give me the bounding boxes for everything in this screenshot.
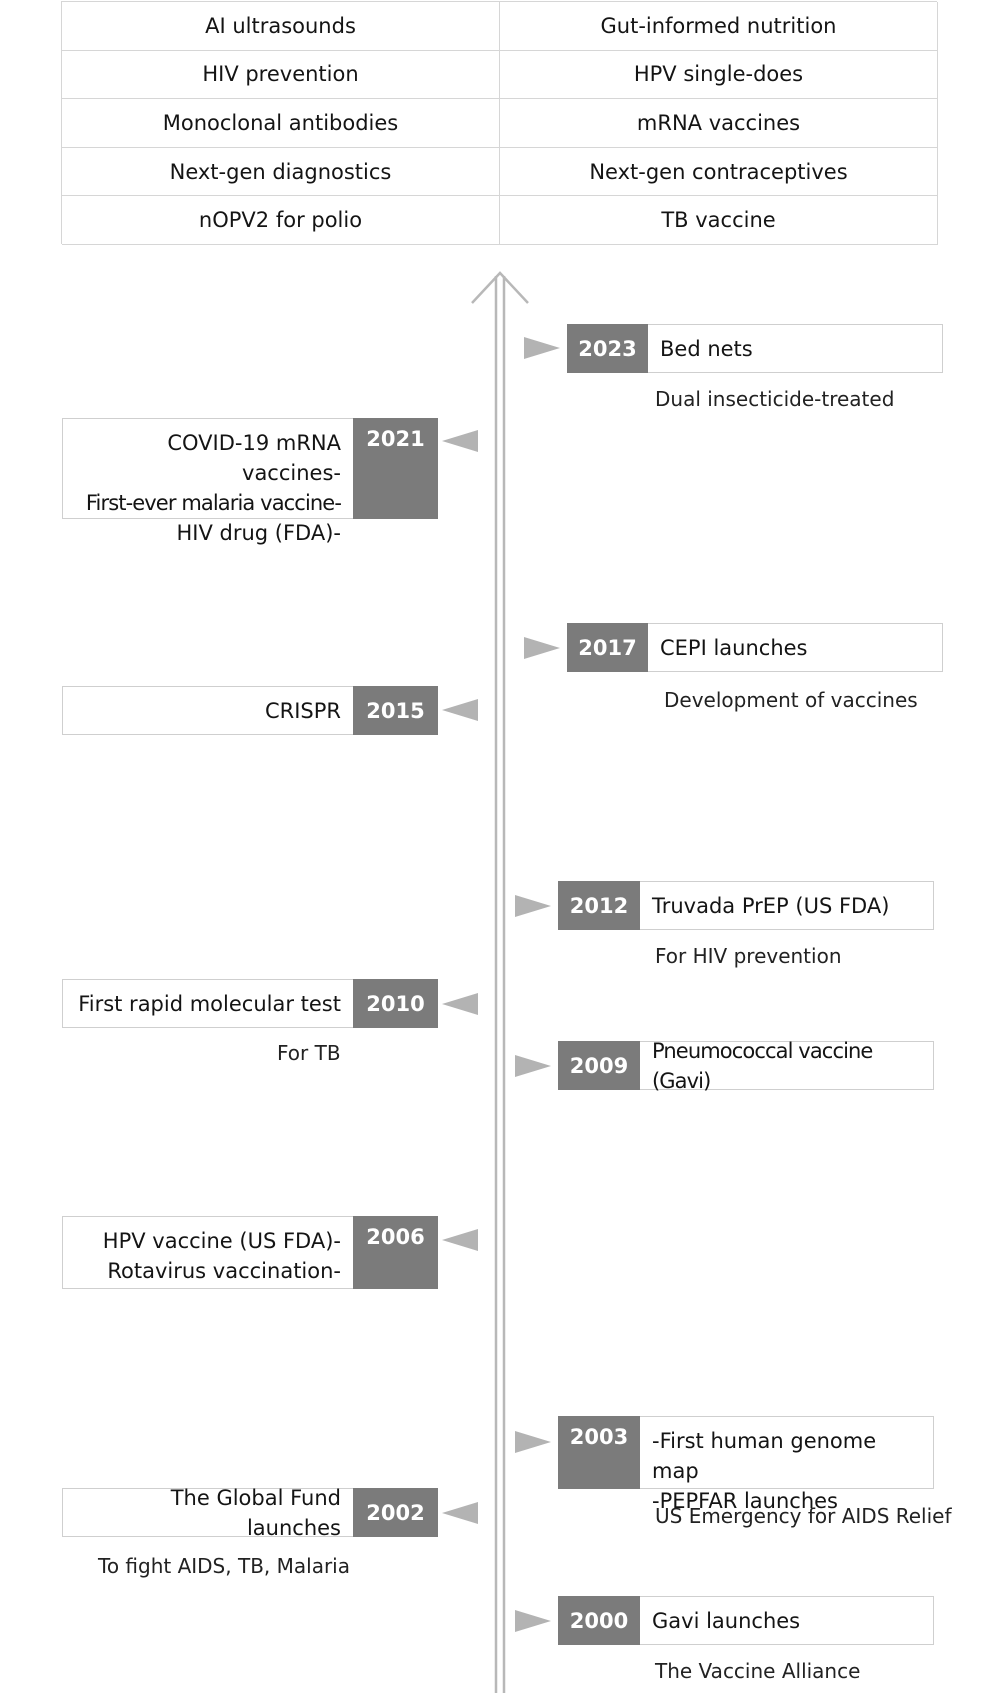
left-pointer-icon — [442, 430, 478, 452]
right-pointer-icon — [515, 1431, 551, 1453]
entry-line: COVID-19 mRNA vaccines- — [167, 431, 341, 485]
timeline-entry-2021: COVID-19 mRNA vaccines- First-ever malar… — [62, 418, 438, 545]
entry-text: The Global Fund launches — [62, 1486, 353, 1540]
entry-note: For HIV prevention — [655, 944, 842, 968]
left-pointer-icon — [442, 1229, 478, 1251]
timeline-entry-2023: 2023 Bed nets — [567, 324, 943, 373]
year-badge: 2012 — [558, 881, 640, 930]
entry-line: Bed nets — [660, 336, 753, 361]
timeline-entry-2002: The Global Fund launches 2002 — [62, 1486, 438, 1540]
left-pointer-icon — [442, 993, 478, 1015]
year-badge: 2023 — [567, 324, 648, 373]
entry-text: -First human genome map -PEPFAR launches — [640, 1416, 934, 1513]
entry-line: Truvada PrEP (US FDA) — [652, 893, 890, 918]
year-badge: 2003 — [558, 1416, 640, 1489]
innovations-grid: AI ultrasounds Gut-informed nutrition HI… — [61, 1, 938, 245]
axis-arrowhead — [471, 271, 529, 304]
year-badge: 2010 — [353, 979, 438, 1028]
entry-note: US Emergency for AIDS Relief — [655, 1504, 952, 1528]
timeline-entry-2000: 2000 Gavi launches — [558, 1596, 934, 1645]
innovation-cell: Monoclonal antibodies — [62, 99, 500, 148]
innovation-cell: HPV single-does — [500, 50, 938, 100]
innovation-cell: Next-gen contraceptives — [500, 147, 938, 197]
right-pointer-icon — [515, 1055, 551, 1077]
year-badge: 2000 — [558, 1596, 640, 1645]
entry-line: HPV vaccine (US FDA)- — [102, 1229, 341, 1253]
entry-text: First rapid molecular test — [62, 979, 353, 1028]
timeline-entry-2012: 2012 Truvada PrEP (US FDA) — [558, 881, 934, 930]
timeline-entry-2009: 2009 Pneumococcal vaccine (Gavi) — [558, 1039, 934, 1093]
entry-line: First rapid molecular test — [78, 991, 341, 1016]
timeline-entry-2006: HPV vaccine (US FDA)- Rotavirus vaccinat… — [62, 1216, 438, 1289]
entry-line: First-ever malaria vaccine- — [85, 491, 342, 515]
entry-line: CRISPR — [264, 698, 341, 723]
year-badge: 2017 — [567, 623, 648, 672]
entry-text: Bed nets — [648, 324, 943, 373]
entry-line: Pneumococcal vaccine (Gavi) — [652, 1038, 873, 1093]
right-pointer-icon — [515, 895, 551, 917]
entry-text: CEPI launches — [648, 623, 943, 672]
innovation-cell: Next-gen diagnostics — [62, 147, 500, 197]
timeline-entry-2003: 2003 -First human genome map -PEPFAR lau… — [558, 1416, 934, 1513]
entry-text: Pneumococcal vaccine (Gavi) — [640, 1039, 934, 1093]
innovation-cell: HIV prevention — [62, 50, 500, 100]
entry-text: Truvada PrEP (US FDA) — [640, 881, 934, 930]
year-badge: 2015 — [353, 686, 438, 735]
entry-line: -First human genome map — [652, 1429, 877, 1483]
entry-line: -PEPFAR launches — [652, 1489, 838, 1513]
right-pointer-icon — [524, 337, 560, 359]
entry-line: Rotavirus vaccination- — [107, 1259, 341, 1283]
entry-note: The Vaccine Alliance — [655, 1659, 861, 1683]
innovation-cell: TB vaccine — [500, 196, 938, 245]
entry-line: The Global Fund launches — [170, 1485, 341, 1540]
entry-note: To fight AIDS, TB, Malaria — [98, 1554, 350, 1578]
right-pointer-icon — [515, 1610, 551, 1632]
timeline-entry-2017: 2017 CEPI launches — [567, 623, 943, 672]
year-badge: 2006 — [353, 1216, 438, 1289]
entry-line: Gavi launches — [652, 1608, 801, 1633]
innovation-cell: AI ultrasounds — [62, 2, 500, 51]
entry-note: For TB — [277, 1041, 341, 1065]
year-badge: 2021 — [353, 418, 438, 519]
year-badge: 2009 — [558, 1041, 640, 1090]
entry-text: Gavi launches — [640, 1596, 934, 1645]
innovation-cell: nOPV2 for polio — [62, 196, 500, 245]
entry-text: HPV vaccine (US FDA)- Rotavirus vaccinat… — [62, 1216, 353, 1289]
entry-line: CEPI launches — [660, 635, 808, 660]
entry-note: Development of vaccines — [664, 688, 918, 712]
entry-note: Dual insecticide-treated — [655, 387, 895, 411]
timeline-entry-2015: CRISPR 2015 — [62, 686, 438, 735]
left-pointer-icon — [442, 1502, 478, 1524]
right-pointer-icon — [524, 637, 560, 659]
entry-line: HIV drug (FDA)- — [176, 521, 341, 545]
year-badge: 2002 — [353, 1488, 438, 1537]
innovation-cell: Gut-informed nutrition — [500, 2, 938, 51]
timeline-entry-2010: First rapid molecular test 2010 — [62, 979, 438, 1028]
entry-text: COVID-19 mRNA vaccines- First-ever malar… — [62, 418, 353, 545]
innovation-cell: mRNA vaccines — [500, 99, 938, 148]
entry-text: CRISPR — [62, 686, 353, 735]
left-pointer-icon — [442, 699, 478, 721]
